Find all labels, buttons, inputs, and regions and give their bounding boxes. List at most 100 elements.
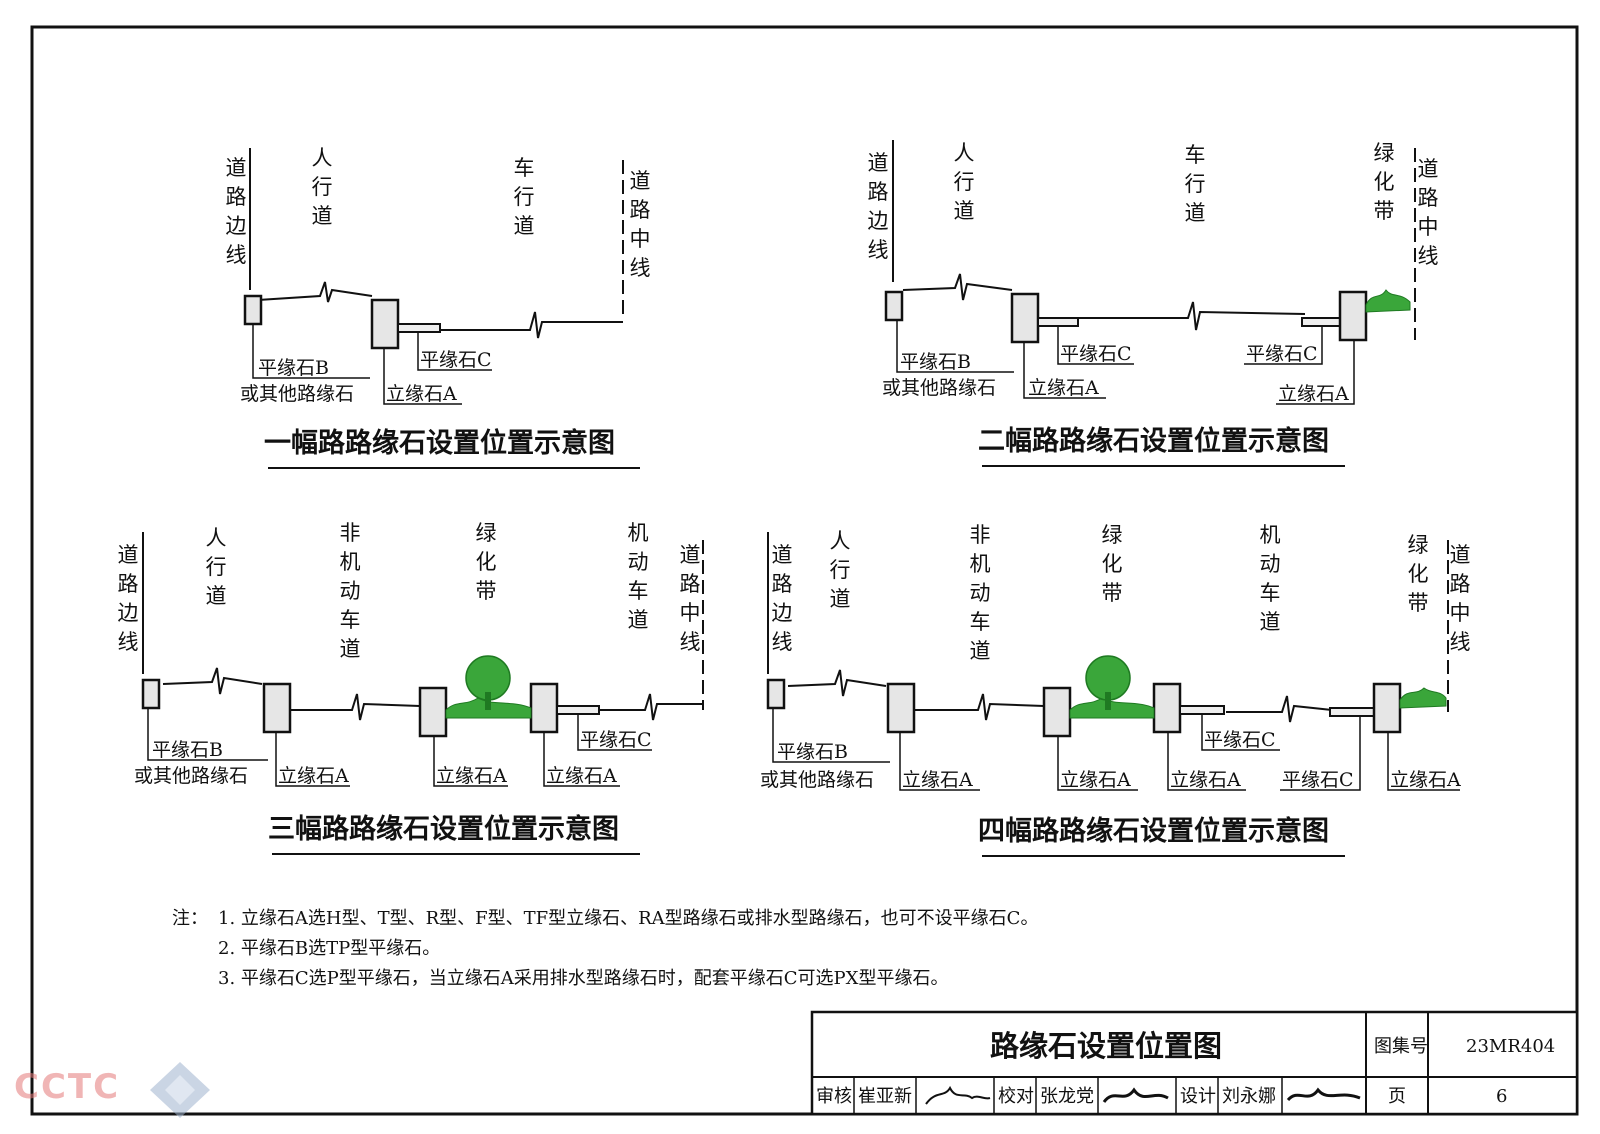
flat-curb-c-right: [1329, 707, 1375, 717]
vertical-curb-a-right: [529, 682, 559, 734]
label-vertical-curb-a: 立缘石A: [902, 769, 973, 791]
label-road-center: 道路中线: [1450, 543, 1471, 654]
sidewalk-surface: [902, 273, 1013, 301]
label-other-curb: 或其他路缘石: [760, 769, 874, 791]
motor-lane-surface: [600, 693, 703, 721]
label-flat-curb-b: 平缘石B: [258, 357, 329, 379]
green-belt-grass-right: [1399, 687, 1447, 709]
bike-lane-surface: [290, 693, 421, 721]
reviewer-name: 崔亚新: [858, 1086, 912, 1107]
leader-a: [1023, 342, 1106, 399]
label-road-edge: 道路边线: [118, 543, 139, 654]
label-road-edge: 道路边线: [772, 543, 793, 654]
label-vertical-curb-a-right: 立缘石A: [1170, 769, 1241, 791]
label-flat-curb-c: 平缘石C: [420, 349, 492, 371]
vertical-curb-a-right: [1338, 290, 1368, 342]
label-green-belt: 绿化带: [476, 521, 497, 603]
green-belt-grass: [1069, 697, 1155, 719]
vertical-curb-a-right: [1152, 682, 1182, 734]
diagram-one-way: 平缘石B 或其他路缘石 立缘石A 平缘石C 道路边线 人行道 车行道 道路中线 …: [226, 146, 651, 469]
leader-a-right: [1167, 732, 1246, 791]
flat-curb-b: [766, 678, 786, 710]
tree-trunk: [485, 692, 491, 710]
label-bike-lane: 非机动车道: [970, 523, 991, 663]
vertical-curb-a-mid: [418, 686, 448, 738]
page-label: 页: [1388, 1086, 1406, 1107]
checker-name: 张龙党: [1040, 1086, 1094, 1107]
drawing-title: 路缘石设置位置图: [990, 1029, 1222, 1063]
flat-curb-b: [243, 294, 263, 326]
label-road-edge: 道路边线: [868, 151, 889, 262]
note-3: 3. 平缘石C选P型平缘石，当立缘石A采用排水型路缘石时，配套平缘石C可选PX型…: [218, 968, 948, 989]
atlas-label: 图集号: [1374, 1036, 1428, 1057]
sheet-border: [30, 25, 1579, 1116]
sidewalk-surface: [162, 667, 263, 695]
vertical-curb-a: [370, 298, 400, 350]
label-flat-curb-b: 平缘石B: [777, 741, 848, 763]
label-flat-curb-c-right: 平缘石C: [1282, 769, 1354, 791]
notes: 注： 1. 立缘石A选H型、T型、R型、F型、TF型立缘石、RA型路缘石或排水型…: [172, 908, 1038, 989]
leader-a: [383, 348, 462, 405]
sidewalk-surface: [787, 669, 887, 697]
tree-trunk: [1105, 692, 1111, 710]
label-vertical-curb-a-right: 立缘石A: [546, 765, 617, 787]
carriageway-surface: [1078, 301, 1306, 331]
watermark-diamond-inner: [165, 1075, 195, 1105]
page-number: 6: [1496, 1086, 1507, 1107]
sidewalk-surface: [257, 281, 373, 303]
leader-c: [577, 714, 652, 751]
label-sidewalk: 人行道: [206, 526, 227, 608]
leader-c-right: [1280, 716, 1361, 791]
leader-a-mid: [433, 736, 508, 787]
leader-a-mid: [1057, 736, 1138, 791]
vertical-curb-a-outer: [1372, 682, 1402, 734]
motor-lane-surface: [1226, 695, 1333, 723]
watermark-logo: CCTC: [14, 1062, 210, 1118]
flat-curb-c: [1179, 705, 1225, 715]
leader-c: [1057, 326, 1134, 365]
diagram-two-way: 平缘石B 或其他路缘石 立缘石A 平缘石C 平缘石C 立缘石A 道路边线 人行道…: [868, 140, 1439, 467]
title-block-frame: [810, 1010, 1579, 1116]
leader-c: [1201, 714, 1280, 751]
label-vertical-curb-a-right: 立缘石A: [1278, 383, 1349, 405]
leader-b: [772, 708, 890, 763]
atlas-number: 23MR404: [1466, 1036, 1555, 1057]
label-sidewalk: 人行道: [830, 529, 851, 611]
note-1: 1. 立缘石A选H型、T型、R型、F型、TF型立缘石、RA型路缘石或排水型路缘石…: [218, 908, 1038, 929]
flat-curb-c: [1037, 317, 1079, 327]
diagram-title: 三幅路路缘石设置位置示意图: [268, 813, 619, 845]
flat-curb-c: [397, 323, 441, 333]
diagram-three-way: 平缘石B 或其他路缘石 立缘石A 立缘石A 立缘石A 平缘石C 道路边线 人行道…: [118, 521, 704, 855]
leader-a-right: [543, 732, 620, 787]
label-flat-curb-b: 平缘石B: [900, 351, 971, 373]
diagram-title: 二幅路路缘石设置位置示意图: [978, 425, 1329, 457]
vertical-curb-a: [262, 682, 292, 734]
leader-a: [899, 732, 980, 791]
label-flat-curb-b: 平缘石B: [152, 739, 223, 761]
designer-name: 刘永娜: [1222, 1086, 1276, 1107]
green-belt-grass: [1365, 289, 1411, 313]
leader-a-right: [1276, 340, 1355, 405]
flat-curb-b: [884, 290, 904, 322]
bike-lane-surface: [914, 693, 1045, 721]
label-road-center: 道路中线: [630, 169, 651, 280]
diagram-title: 一幅路路缘石设置位置示意图: [264, 427, 615, 459]
designer-signature: [1286, 1087, 1361, 1102]
label-carriageway: 车行道: [1185, 143, 1206, 225]
notes-prefix: 注：: [172, 908, 208, 929]
label-carriageway: 车行道: [514, 156, 535, 238]
reviewer-signature: [925, 1085, 991, 1105]
design-label: 设计: [1180, 1086, 1216, 1107]
label-green-belt: 绿化带: [1374, 141, 1395, 223]
label-flat-curb-c: 平缘石C: [580, 729, 652, 751]
label-other-curb: 或其他路缘石: [134, 765, 248, 787]
label-flat-curb-c-right: 平缘石C: [1246, 343, 1318, 365]
label-road-center: 道路中线: [1418, 157, 1439, 268]
label-vertical-curb-a: 立缘石A: [278, 765, 349, 787]
label-bike-lane: 非机动车道: [340, 521, 361, 661]
label-motor-lane: 机动车道: [1260, 523, 1281, 634]
leader-a: [275, 732, 350, 787]
label-green-belt-right: 绿化带: [1408, 533, 1429, 615]
diagram-title: 四幅路路缘石设置位置示意图: [978, 815, 1329, 847]
